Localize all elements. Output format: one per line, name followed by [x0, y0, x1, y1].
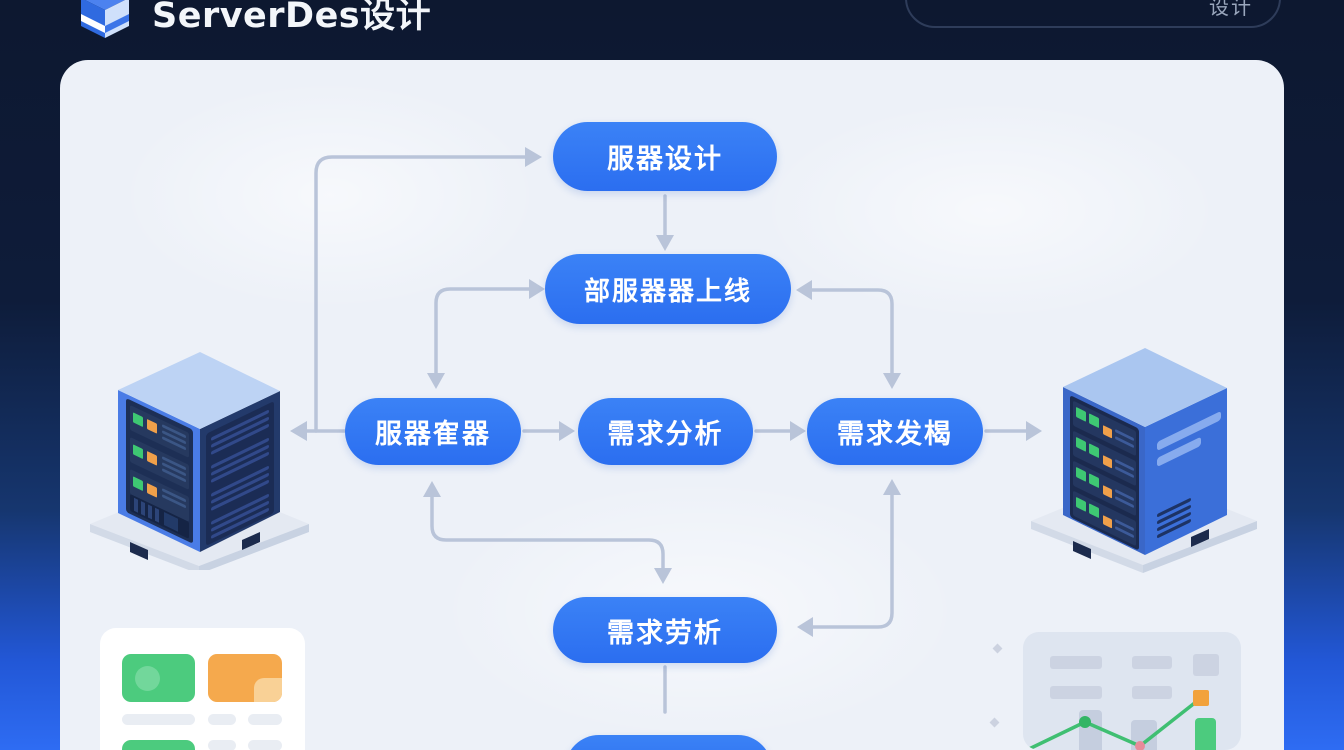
placeholder-bar: [1050, 656, 1102, 669]
texture-blob: [120, 80, 540, 310]
folded-corner: [254, 678, 282, 702]
green-column: [1195, 718, 1216, 750]
line-point: [1079, 716, 1091, 728]
node-label: 服器设计: [607, 144, 723, 175]
flow-node-analyze[interactable]: 需求分析: [578, 398, 753, 465]
node-label: 需求分析: [607, 419, 724, 450]
header-bar: ServerDes设计 设计: [0, 0, 1344, 60]
flow-node-design[interactable]: 服器设计: [553, 122, 777, 191]
ui-card-illustration: [100, 628, 305, 750]
placeholder-line: [208, 714, 236, 725]
flow-node-mining[interactable]: 需求发楬: [807, 398, 983, 465]
nav-pill-label: 设计: [1209, 0, 1253, 19]
flow-node-analyze2[interactable]: 需求劳析: [553, 597, 777, 663]
server-illustration-right: [1031, 348, 1257, 573]
flow-node-manage[interactable]: 服器隺器: [345, 398, 521, 465]
header-nav-pill[interactable]: 设计: [905, 0, 1281, 28]
green-tile: [122, 740, 195, 750]
texture-blob: [760, 100, 1220, 320]
node-label: 需求劳析: [607, 617, 723, 649]
tile-dot: [135, 666, 160, 691]
placeholder-line: [248, 740, 282, 750]
server-illustration-left: [90, 352, 309, 570]
green-tile: [122, 654, 195, 702]
orange-tile: [208, 654, 282, 702]
node-label: 需求发楬: [837, 419, 953, 450]
chart-card-illustration: [1023, 632, 1241, 750]
placeholder-bar: [1050, 686, 1102, 699]
logo-text: ServerDes设计: [152, 0, 432, 36]
trend-line: [1026, 690, 1209, 750]
flow-node-bottom-cut[interactable]: [565, 735, 772, 750]
node-label: 服器隺器: [375, 419, 491, 450]
placeholder-bar: [1193, 654, 1219, 676]
placeholder-bar: [1132, 656, 1172, 669]
line-point: [1135, 741, 1145, 750]
placeholder-bar: [1132, 686, 1172, 699]
app-logo[interactable]: ServerDes设计: [72, 0, 431, 40]
logo-cube-icon: [81, 0, 129, 38]
orange-marker: [1193, 690, 1209, 706]
placeholder-line: [208, 740, 236, 750]
flow-node-deploy[interactable]: 部服器器上线: [545, 254, 791, 324]
placeholder-line: [122, 714, 195, 725]
node-label: 部服器器上线: [583, 276, 752, 307]
placeholder-line: [248, 714, 282, 725]
